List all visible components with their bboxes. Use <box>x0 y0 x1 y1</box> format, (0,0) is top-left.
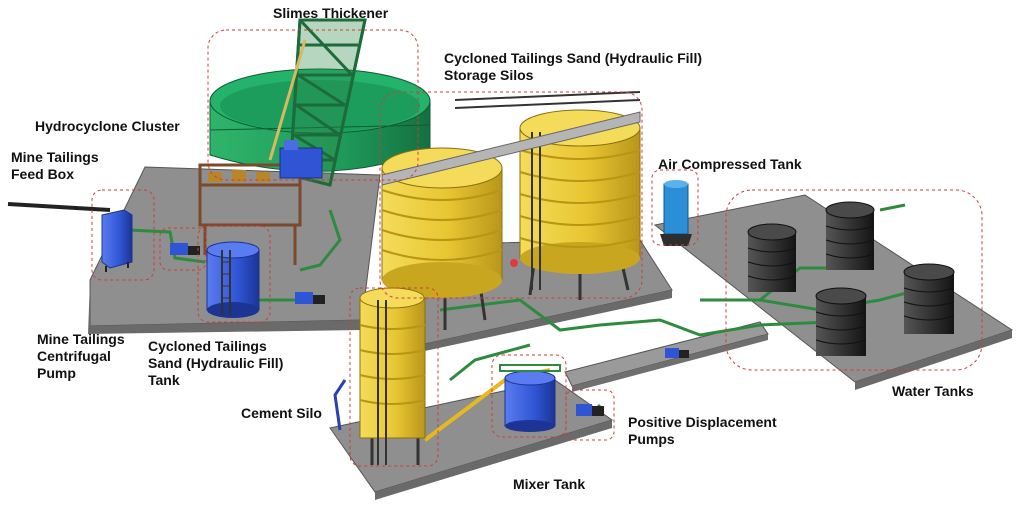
label-cement-silo: Cement Silo <box>241 405 322 421</box>
pd-pumps <box>576 348 689 416</box>
label-feed-box-line1: Mine Tailings <box>11 149 99 165</box>
mixer-tank <box>499 364 561 432</box>
sand-fill-tank <box>206 241 260 318</box>
label-sand-tank-line1: Cycloned Tailings <box>148 338 267 354</box>
label-centrifugal-pump-line3: Pump <box>37 365 76 381</box>
hydrocyclone-structure <box>198 163 302 265</box>
water-tank-1 <box>747 223 797 292</box>
air-compressed-tank <box>660 180 692 246</box>
callout-outlines <box>91 29 983 467</box>
feed-box <box>101 209 133 272</box>
thickener-feed-unit <box>279 140 323 179</box>
water-tank-3 <box>815 287 867 356</box>
label-storage-silos-line1: Cycloned Tailings Sand (Hydraulic Fill) <box>444 50 703 66</box>
label-water-tanks: Water Tanks <box>892 383 974 399</box>
label-pd-pumps-line1: Positive Displacement <box>628 414 777 430</box>
label-air-compressed-tank: Air Compressed Tank <box>658 156 802 172</box>
label-hydrocyclone-cluster: Hydrocyclone Cluster <box>35 118 180 134</box>
label-storage-silos-line2: Storage Silos <box>444 67 534 83</box>
label-centrifugal-pump-line2: Centrifugal <box>37 348 111 364</box>
marker-dot <box>510 259 518 267</box>
label-centrifugal-pump-line1: Mine Tailings <box>37 331 125 347</box>
label-sand-tank-line3: Tank <box>148 372 180 388</box>
label-mixer-tank: Mixer Tank <box>513 476 586 492</box>
label-slimes-thickener: Slimes Thickener <box>273 5 389 21</box>
centrifugal-pump <box>170 243 325 304</box>
water-tank-2 <box>825 201 875 270</box>
silo-roof-bridge <box>381 111 641 186</box>
water-tank-4 <box>903 263 955 334</box>
cement-silo <box>359 287 426 465</box>
label-pd-pumps-line2: Pumps <box>628 431 675 447</box>
label-feed-box-line2: Feed Box <box>11 166 75 182</box>
label-sand-tank-line2: Sand (Hydraulic Fill) <box>148 355 284 371</box>
